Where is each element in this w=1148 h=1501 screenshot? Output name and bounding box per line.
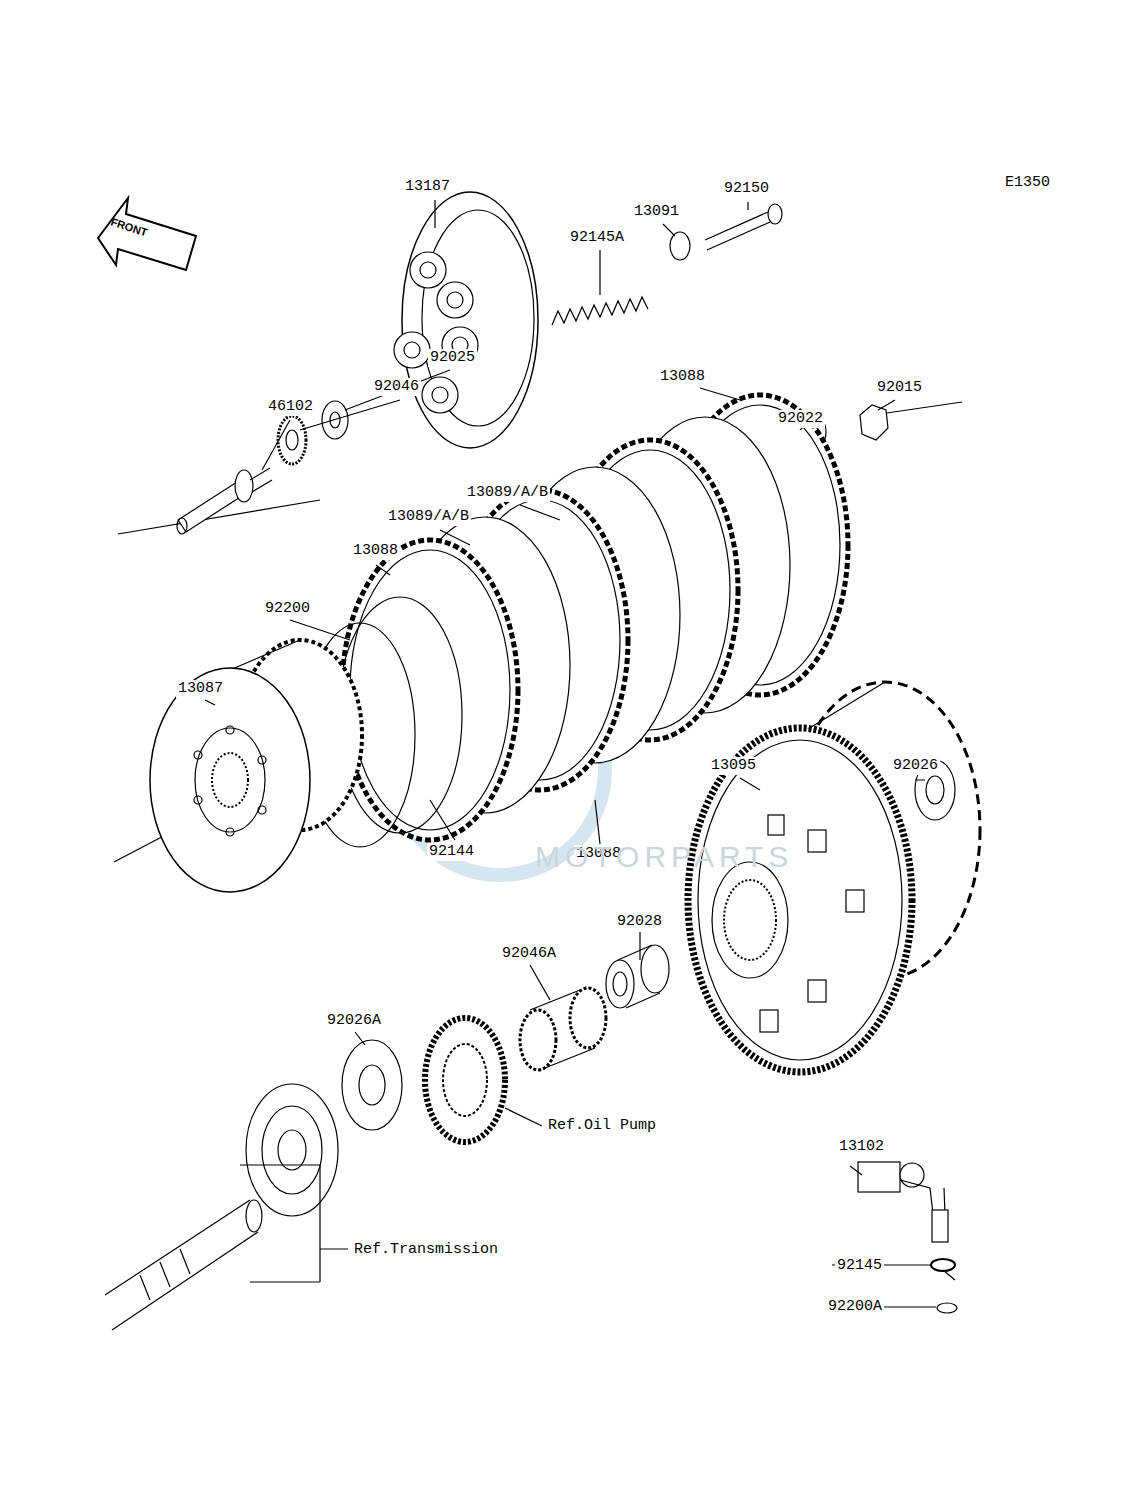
- callout-number: 92150: [722, 180, 771, 198]
- callout-number: 13089/A/B: [386, 508, 471, 526]
- callout-number: 13087: [176, 680, 225, 698]
- drawing-code: E1350: [1003, 174, 1052, 192]
- callout-number: 92015: [875, 379, 924, 397]
- callout-number: 13187: [403, 178, 452, 196]
- callout-number: 92025: [428, 349, 477, 367]
- callout-number: 92145A: [568, 229, 626, 247]
- reference-note: Ref.Oil Pump: [546, 1117, 658, 1135]
- reference-note: Ref.Transmission: [352, 1241, 500, 1259]
- callout-number: 13102: [837, 1138, 886, 1156]
- callout-number: 13089/A/B: [465, 484, 550, 502]
- callout-number: 92026A: [325, 1012, 383, 1030]
- callout-number: 92200: [263, 600, 312, 618]
- callout-number: 46102: [266, 398, 315, 416]
- callout-number: 92028: [615, 913, 664, 931]
- callout-number: 92144: [427, 843, 476, 861]
- callout-number: 92022: [776, 410, 825, 428]
- callout-number: 92200A: [826, 1298, 884, 1316]
- callout-number: 92026: [891, 757, 940, 775]
- callout-number: 92145: [835, 1257, 884, 1275]
- callout-number: 13088: [658, 368, 707, 386]
- front-arrow-text: FRONT: [106, 212, 151, 242]
- callout-number: 13088: [351, 542, 400, 560]
- callout-number: 13091: [632, 203, 681, 221]
- callout-number: 13095: [709, 757, 758, 775]
- callout-number: 92046A: [500, 945, 558, 963]
- watermark: MOTORPARTS: [533, 848, 795, 866]
- callout-number: 92046: [372, 378, 421, 396]
